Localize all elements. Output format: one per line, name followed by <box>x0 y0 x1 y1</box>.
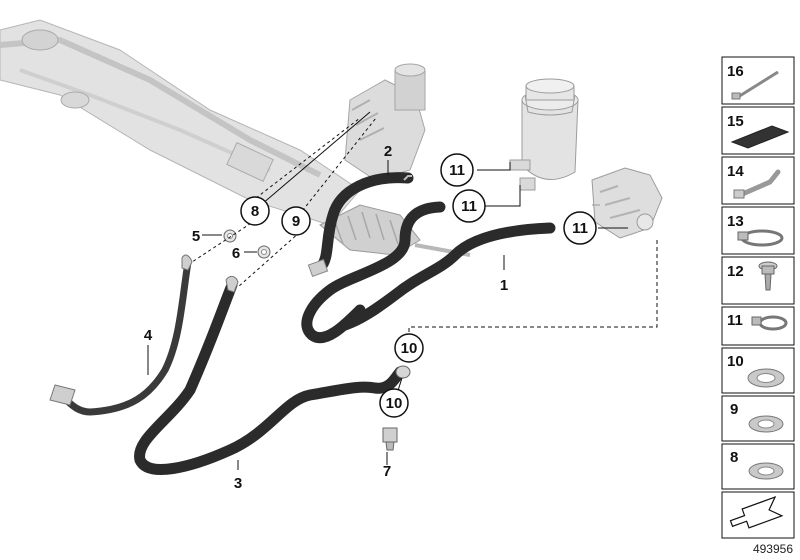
legend-box-12 <box>721 256 795 305</box>
callout-circle-11b <box>452 189 486 223</box>
callout-10a: 10 <box>401 340 418 357</box>
hose-2b <box>301 201 446 344</box>
legend-number-16: 16 <box>727 63 744 80</box>
seal-ring-icon <box>748 462 784 480</box>
callout-1: 1 <box>500 277 508 294</box>
legend-number-10: 10 <box>727 353 744 370</box>
steering-rack-ghost <box>0 19 471 257</box>
callout-circle-11c <box>563 211 597 245</box>
callout-3: 3 <box>234 475 242 492</box>
callout-6: 6 <box>232 245 240 262</box>
callout-2: 2 <box>384 143 392 160</box>
callout-10b: 10 <box>386 395 403 412</box>
hose-clamp-icon <box>737 229 784 247</box>
callout-8: 8 <box>251 203 259 220</box>
legend-number-9: 9 <box>730 401 738 418</box>
banjo-bolt-7 <box>382 427 398 451</box>
callout-circle-11a <box>440 153 474 187</box>
callout-5: 5 <box>192 228 200 245</box>
legend-number-11: 11 <box>727 312 743 329</box>
callout-circle-8 <box>240 196 270 226</box>
banjo-bolt-icon <box>758 261 778 291</box>
callout-circle-10a <box>394 333 424 363</box>
legend-number-14: 14 <box>727 163 744 180</box>
hoses <box>49 172 556 475</box>
callouts: 8 9 11 11 11 10 10 2 5 6 1 4 3 7 <box>144 143 597 492</box>
parts-legend: 16 15 14 13 12 <box>721 56 795 539</box>
cable-tie-icon <box>731 70 779 100</box>
callout-11b: 11 <box>461 198 477 215</box>
legend-number-12: 12 <box>727 263 744 280</box>
callout-circle-9 <box>281 206 311 236</box>
hose-2 <box>314 172 414 274</box>
seal-ring-icon <box>747 368 785 388</box>
callout-7: 7 <box>383 463 391 480</box>
callout-circle-10b <box>379 388 409 418</box>
hose-3 <box>134 279 406 475</box>
arrow-icon <box>729 495 784 529</box>
hose-4 <box>56 258 192 416</box>
diagram-id: 493956 <box>753 542 793 556</box>
small-parts <box>223 229 398 451</box>
pump-ghost <box>591 167 663 239</box>
legend-number-8: 8 <box>730 449 738 466</box>
foam-pad-icon <box>730 125 790 149</box>
callout-11a: 11 <box>449 162 465 179</box>
callout-9: 9 <box>292 213 300 230</box>
legend-number-13: 13 <box>727 213 744 230</box>
seal-ring-icon <box>748 415 784 433</box>
leader-lines <box>147 111 658 470</box>
callout-4: 4 <box>144 327 153 344</box>
clamp-icon <box>751 315 788 331</box>
legend-number-15: 15 <box>727 113 744 130</box>
callout-11c: 11 <box>572 220 588 237</box>
holder-strap-icon <box>733 169 781 199</box>
hose-1 <box>339 222 556 331</box>
reservoir-ghost <box>509 78 579 191</box>
